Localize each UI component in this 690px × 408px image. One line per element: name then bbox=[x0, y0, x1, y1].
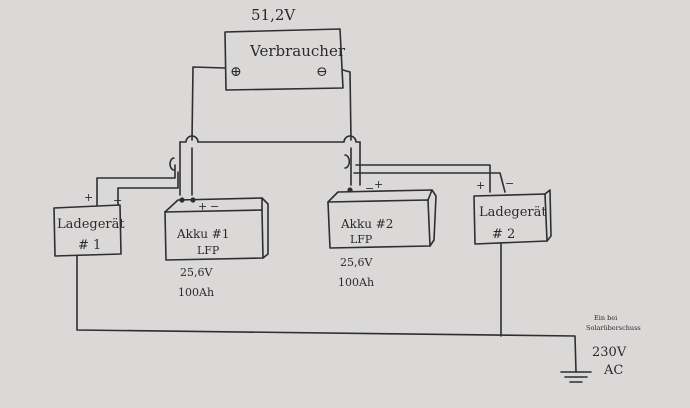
battery2-voltage: 25,6V bbox=[340, 256, 373, 269]
mains-bus-wire bbox=[76, 255, 577, 373]
mains-type: AC bbox=[603, 363, 623, 378]
battery1-voltage: 25,6V bbox=[180, 266, 213, 279]
crossover-hop-right bbox=[344, 154, 351, 169]
load-plus-terminal: ⊕ bbox=[230, 64, 242, 80]
battery1-positive-post bbox=[190, 197, 196, 203]
load-box bbox=[224, 28, 344, 91]
battery2-label: Akku #2 bbox=[340, 217, 393, 231]
mains-note-line2: Solarüberschuss bbox=[586, 324, 641, 332]
charger2-negative-wire bbox=[353, 172, 506, 193]
charger2-plus: + bbox=[476, 179, 485, 192]
charger2-minus: − bbox=[505, 177, 514, 190]
charger2-positive-wire bbox=[355, 164, 491, 193]
battery1-plus: + bbox=[198, 200, 207, 213]
load-minus-terminal: ⊖ bbox=[316, 64, 328, 80]
charger1-negative-wire bbox=[117, 171, 179, 206]
battery1-top-face bbox=[164, 197, 263, 213]
charger1-label: Ladegerät bbox=[57, 217, 125, 232]
battery1-negative-post bbox=[179, 197, 185, 203]
battery2-side-face bbox=[429, 189, 437, 247]
charger2-number: # 2 bbox=[492, 227, 515, 242]
battery2-top-face bbox=[327, 189, 433, 203]
charger1-box bbox=[53, 204, 122, 257]
charger1-positive-wire bbox=[96, 164, 176, 206]
charger1-minus: − bbox=[113, 194, 122, 207]
load-negative-wire bbox=[342, 69, 352, 141]
battery1-label: Akku #1 bbox=[176, 227, 229, 241]
mains-voltage: 230V bbox=[592, 345, 627, 360]
charger1-plus: + bbox=[84, 191, 93, 204]
battery2-minus: − bbox=[365, 182, 374, 195]
battery1-chemistry: LFP bbox=[197, 244, 220, 257]
load-positive-wire bbox=[191, 66, 226, 141]
battery2-chemistry: LFP bbox=[350, 233, 373, 246]
battery2-post bbox=[347, 187, 353, 193]
battery1-minus: − bbox=[210, 200, 219, 213]
crossover-hop-left bbox=[169, 157, 175, 171]
series-link-top bbox=[179, 135, 361, 143]
load-voltage: 51,2V bbox=[251, 6, 296, 24]
battery1-capacity: 100Ah bbox=[178, 286, 214, 299]
charger2-label: Ladegerät bbox=[479, 205, 547, 220]
charger2-side-face bbox=[544, 189, 552, 242]
battery2-plus: + bbox=[374, 178, 383, 191]
battery1-side-face bbox=[261, 197, 269, 259]
mains-note-line1: Ein bei bbox=[594, 314, 617, 322]
battery2-capacity: 100Ah bbox=[338, 276, 374, 289]
load-label: Verbraucher bbox=[249, 42, 346, 60]
charger1-number: # 1 bbox=[78, 238, 101, 253]
